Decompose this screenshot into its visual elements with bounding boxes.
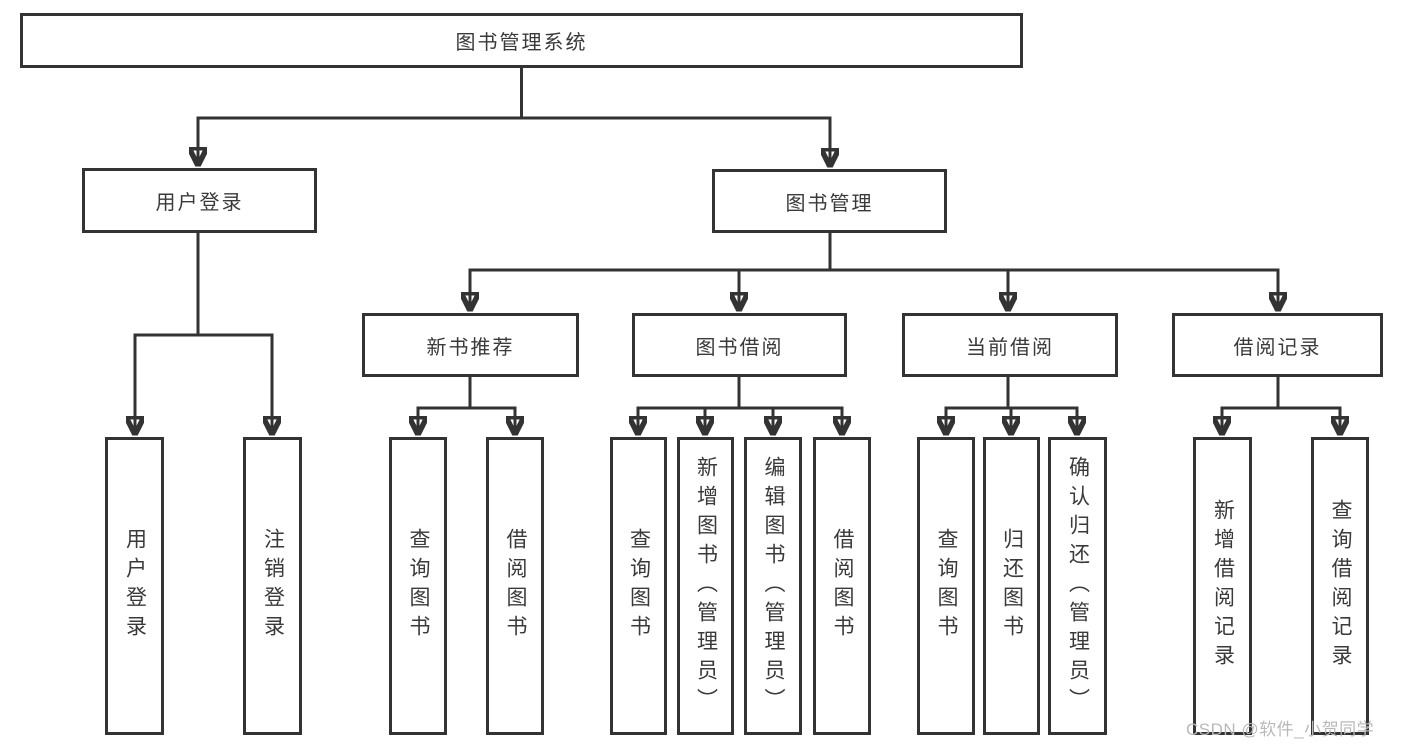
node-current-borrow-label: 当前借阅 [966,336,1054,359]
node-root: 图书管理系统 [20,13,1023,68]
leaf-cb-return-books: 归还图书 [983,437,1040,735]
leaf-bb-borrow-books: 借阅图书 [813,437,871,735]
node-user-login: 用户登录 [82,168,317,233]
node-current-borrow: 当前借阅 [902,313,1118,377]
leaf-bb-query-books: 查询图书 [610,437,667,735]
leaf-logout-label: 注销登录 [261,528,285,644]
node-book-borrow: 图书借阅 [632,313,847,377]
node-new-book-recommend: 新书推荐 [362,313,579,377]
node-book-management-label: 图书管理 [785,192,874,215]
leaf-rec-borrow-books-label: 借阅图书 [504,528,527,644]
leaf-bb-borrow-books-label: 借阅图书 [831,528,854,644]
leaf-cb-query-books: 查询图书 [917,437,975,735]
node-user-login-label: 用户登录 [155,192,244,214]
node-book-borrow-label: 图书借阅 [695,336,784,359]
leaf-br-query-record-label: 查询借阅记录 [1329,499,1352,673]
leaf-rec-borrow-books: 借阅图书 [486,437,544,735]
leaf-rec-query-books-label: 查询图书 [407,528,430,644]
connector-skeleton [133,66,1342,410]
csdn-watermark: CSDN @软件_小贺同学 [1186,720,1375,739]
leaf-user-login: 用户登录 [105,437,164,735]
node-borrow-records: 借阅记录 [1172,313,1383,377]
leaf-bb-add-books-admin-label: 新增图书（管理员） [694,455,718,717]
node-root-label: 图书管理系统 [455,32,588,54]
leaf-cb-query-books-label: 查询图书 [935,528,958,644]
leaf-br-add-record: 新增借阅记录 [1193,437,1252,735]
leaf-bb-edit-books-admin-label: 编辑图书（管理员） [762,455,785,717]
leaf-rec-query-books: 查询图书 [389,437,447,735]
leaf-br-add-record-label: 新增借阅记录 [1211,499,1235,673]
leaf-user-login-label: 用户登录 [123,528,147,644]
leaf-cb-return-books-label: 归还图书 [1000,528,1024,644]
leaf-bb-query-books-label: 查询图书 [627,528,651,644]
node-book-management: 图书管理 [712,169,947,233]
node-new-book-recommend-label: 新书推荐 [426,336,515,359]
leaf-bb-add-books-admin: 新增图书（管理员） [677,437,734,735]
leaf-br-query-record: 查询借阅记录 [1311,437,1369,735]
leaf-logout: 注销登录 [243,437,302,735]
leaf-bb-edit-books-admin: 编辑图书（管理员） [744,437,802,735]
node-borrow-records-label: 借阅记录 [1233,336,1322,359]
leaf-cb-confirm-return-admin-label: 确认归还（管理员） [1066,455,1090,717]
leaf-cb-confirm-return-admin: 确认归还（管理员） [1048,437,1107,735]
